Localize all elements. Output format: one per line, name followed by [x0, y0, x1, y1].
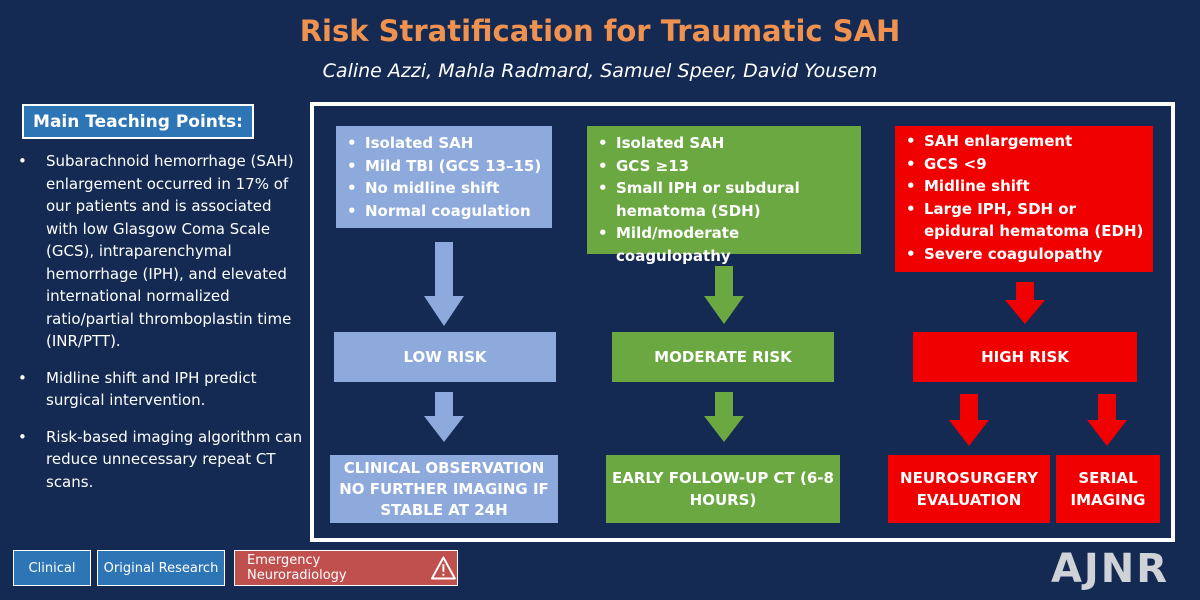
poster-title: Risk Stratification for Traumatic SAH: [299, 14, 901, 48]
moderate-risk-action-box: EARLY FOLLOW-UP CT (6-8 HOURS): [606, 455, 840, 523]
arrow-down-icon: [424, 392, 464, 442]
low-risk-criteria-box: Isolated SAH Mild TBI (GCS 13–15) No mid…: [336, 126, 552, 228]
neurosurgery-evaluation-box: NEUROSURGERY EVALUATION: [888, 455, 1050, 523]
criteria-item: Normal coagulation: [346, 200, 544, 223]
criteria-item: GCS <9: [905, 153, 1145, 176]
criteria-item: Mild/moderate coagulopathy: [597, 222, 853, 267]
teaching-point: Midline shift and IPH predict surgical i…: [12, 367, 304, 412]
criteria-item: Isolated SAH: [346, 132, 544, 155]
teaching-points-heading: Main Teaching Points:: [22, 104, 254, 139]
teaching-points-list: Subarachnoid hemorrhage (SAH) enlargemen…: [12, 150, 304, 493]
criteria-item: Small IPH or subdural hematoma (SDH): [597, 177, 853, 222]
arrow-down-icon: [704, 266, 744, 324]
criteria-item: SAH enlargement: [905, 130, 1145, 153]
tag-emergency-label: Emergency Neuroradiology: [247, 553, 347, 583]
high-risk-label: HIGH RISK: [913, 332, 1137, 382]
warning-icon: [431, 556, 457, 580]
ajnr-logo: AJNR: [1050, 546, 1170, 592]
serial-imaging-box: SERIAL IMAGING: [1056, 455, 1160, 523]
tag-clinical[interactable]: Clinical: [13, 550, 91, 586]
criteria-item: GCS ≥13: [597, 155, 853, 178]
tag-emergency-neuroradiology[interactable]: Emergency Neuroradiology: [234, 550, 458, 586]
arrow-down-icon: [704, 392, 744, 442]
criteria-item: Large IPH, SDH or epidural hematoma (EDH…: [905, 198, 1145, 243]
criteria-item: Isolated SAH: [597, 132, 853, 155]
author-list: Caline Azzi, Mahla Radmard, Samuel Speer…: [322, 60, 878, 82]
arrow-down-icon: [949, 394, 989, 446]
low-risk-label: LOW RISK: [334, 332, 556, 382]
criteria-item: Severe coagulopathy: [905, 243, 1145, 266]
arrow-down-icon: [1005, 282, 1045, 324]
moderate-risk-label: MODERATE RISK: [612, 332, 834, 382]
teaching-point: Subarachnoid hemorrhage (SAH) enlargemen…: [12, 150, 304, 353]
moderate-risk-criteria-box: Isolated SAH GCS ≥13 Small IPH or subdur…: [587, 126, 861, 265]
tag-original-research[interactable]: Original Research: [97, 550, 225, 586]
low-risk-action-box: CLINICAL OBSERVATION NO FURTHER IMAGING …: [330, 455, 558, 523]
flowchart-frame: [310, 102, 1175, 542]
arrow-down-icon: [424, 242, 464, 326]
teaching-point: Risk-based imaging algorithm can reduce …: [12, 426, 304, 494]
high-risk-criteria-box: SAH enlargement GCS <9 Midline shift Lar…: [895, 126, 1153, 272]
arrow-down-icon: [1087, 394, 1127, 446]
criteria-item: Mild TBI (GCS 13–15): [346, 155, 544, 178]
criteria-item: No midline shift: [346, 177, 544, 200]
criteria-item: Midline shift: [905, 175, 1145, 198]
